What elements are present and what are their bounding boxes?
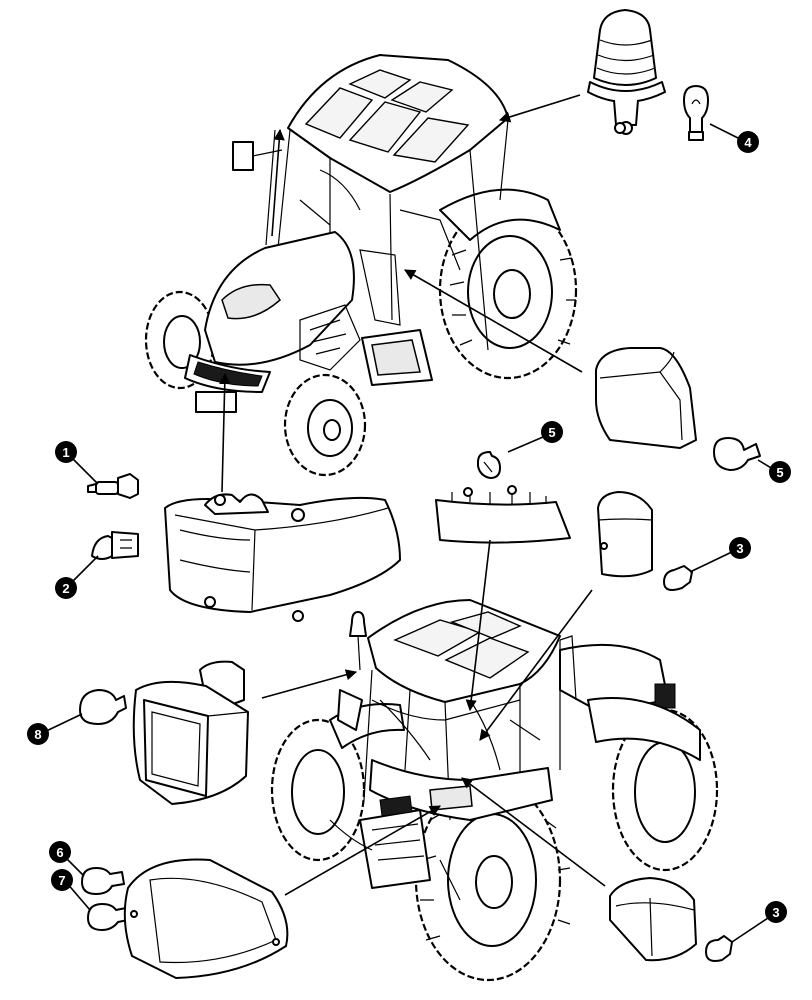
callout-3-top: 3 [729,537,751,559]
marker-lamp-housing [597,491,653,578]
callout-7: 7 [51,869,73,891]
bulb-item-5-right [713,437,761,471]
callout-6: 6 [49,841,71,863]
rear-tractor-center-wheel [414,778,571,982]
callout-5-center: 5 [541,421,563,443]
bulb-item-1 [87,473,139,499]
bulb-item-6 [81,867,125,895]
callout-8-label: 8 [34,727,41,742]
rear-marker-lamp [609,877,697,962]
bulb-item-3-top [663,565,693,591]
callout-1: 1 [55,441,77,463]
beacon-lamp [587,9,666,135]
front-tractor-front-wheel-right [283,373,367,477]
callout-7-label: 7 [58,873,65,888]
callout-3-top-label: 3 [736,541,743,556]
callout-8: 8 [27,723,49,745]
front-headlamp-assembly [164,493,401,622]
bulb-item-8 [79,689,127,725]
front-tractor-rear-wheel [438,200,578,380]
callout-4-label: 4 [744,135,752,150]
rear-tractor-left-wheel [270,718,366,862]
bulb-item-2 [91,531,139,560]
callout-5-right: 5 [769,461,791,483]
bulb-item-3-bottom [705,935,733,962]
callout-4: 4 [737,131,759,153]
callout-2: 2 [55,577,77,599]
callout-2-label: 2 [62,581,69,596]
front-tractor-mirror [232,141,254,171]
rear-tractor-illustration [270,599,719,982]
side-lamp-housing [595,347,697,449]
callout-3-bottom: 3 [765,901,787,923]
callout-5-right-label: 5 [776,465,783,480]
pointer-arrows [219,94,606,896]
number-plate-lamp [123,858,289,979]
rear-light-bar [435,485,571,544]
callout-5-center-label: 5 [548,425,555,440]
bulb-item-4 [683,85,709,141]
bulb-item-7 [87,903,129,931]
bulb-item-5-center [477,451,501,479]
work-lamp [132,660,249,805]
callout-1-label: 1 [62,445,69,460]
callout-6-label: 6 [56,845,63,860]
front-tractor-illustration [144,54,578,477]
callout-3-bottom-label: 3 [772,905,779,920]
